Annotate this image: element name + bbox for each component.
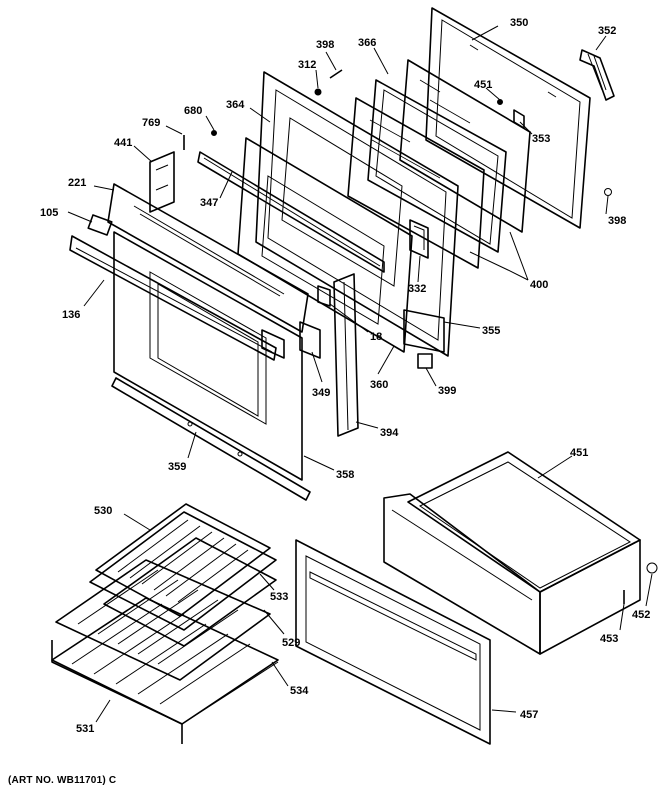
callout-399: 399: [438, 385, 456, 397]
callout-364: 364: [226, 99, 245, 111]
callout-769: 769: [142, 117, 160, 129]
callout-358: 358: [336, 469, 354, 481]
part-347-door-trim: [197, 151, 385, 273]
part-399-hinge-nut: [417, 353, 433, 369]
callout-452: 452: [632, 609, 650, 621]
part-221-control-trim: [107, 183, 309, 333]
callout-18: 18: [370, 331, 382, 343]
part-352-hinge-spring: [579, 49, 615, 101]
part-drawer-side-panel: [383, 493, 541, 655]
callout-398-right: 398: [608, 215, 626, 227]
callout-533: 533: [270, 591, 288, 603]
callout-353: 353: [532, 133, 550, 145]
callout-451-drawer: 451: [570, 447, 588, 459]
callout-359: 359: [168, 461, 186, 473]
leader-lines: [67, 25, 653, 723]
part-screws-top: [183, 69, 612, 196]
part-534-oven-rack: [51, 597, 279, 725]
callout-680: 680: [184, 105, 202, 117]
part-451-drawer-body: [407, 451, 641, 655]
callout-136: 136: [62, 309, 80, 321]
callout-531: 531: [76, 723, 94, 735]
part-349-end-bracket: [299, 321, 321, 359]
part-350-door-back-frame: [425, 7, 591, 229]
part-452-453-hardware: [623, 562, 658, 604]
part-18-screw: [317, 285, 331, 307]
callout-400: 400: [530, 279, 548, 291]
part-136-door-handle: [69, 235, 285, 361]
callout-457: 457: [520, 709, 538, 721]
callout-350: 350: [510, 17, 528, 29]
callout-347: 347: [200, 197, 218, 209]
part-531-oven-rack: [51, 640, 279, 744]
callout-352: 352: [598, 25, 616, 37]
part-358-outer-door: [113, 231, 303, 481]
part-360-door-liner: [237, 137, 413, 353]
callout-451-top: 451: [474, 79, 492, 91]
part-457-drawer-front: [295, 539, 491, 745]
part-355-hinge-channel: [403, 309, 445, 353]
part-400-glass-pack: [347, 79, 507, 269]
callout-453: 453: [600, 633, 618, 645]
callout-221: 221: [68, 177, 86, 189]
callout-labels: 350 352 398 366 312 451 353 680 364 769 …: [40, 17, 650, 735]
part-394-side-channel: [333, 273, 359, 437]
art-number: (ART NO. WB11701) C: [8, 775, 117, 786]
part-366-inner-glass: [399, 59, 531, 233]
callout-441: 441: [114, 137, 132, 149]
callout-530: 530: [94, 505, 112, 517]
callout-105: 105: [40, 207, 58, 219]
callout-360: 360: [370, 379, 388, 391]
part-441-bracket: [149, 151, 175, 213]
callout-312: 312: [298, 59, 316, 71]
callout-398-top: 398: [316, 39, 334, 51]
part-529-oven-rack: [55, 559, 271, 681]
callout-366: 366: [358, 37, 376, 49]
callout-534: 534: [290, 685, 309, 697]
callout-355: 355: [482, 325, 500, 337]
part-332-latch-bracket: [409, 219, 429, 259]
callout-332: 332: [408, 283, 426, 295]
callout-349: 349: [312, 387, 330, 399]
callout-394: 394: [380, 427, 399, 439]
callout-529: 529: [282, 637, 300, 649]
part-359-bottom-trim: [111, 377, 311, 501]
